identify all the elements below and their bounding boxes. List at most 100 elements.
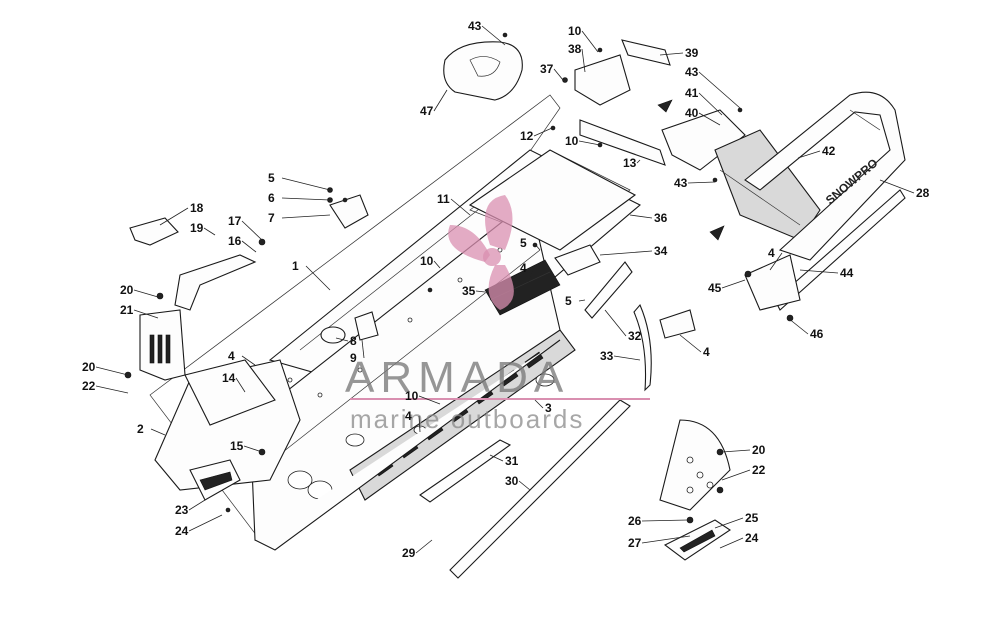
callout-number: 21 xyxy=(120,303,134,317)
rear-cover xyxy=(574,39,671,106)
callout-leader xyxy=(799,269,839,274)
callout-leader xyxy=(581,30,599,53)
callout-leader xyxy=(481,25,506,46)
callout-35: 35 xyxy=(462,284,486,298)
callout-leader xyxy=(679,334,702,353)
callout-number: 23 xyxy=(175,503,189,517)
callout-4: 4 xyxy=(679,334,710,359)
callout-leader xyxy=(578,140,601,146)
callout-number: 9 xyxy=(350,351,357,365)
callout-30: 30 xyxy=(505,474,531,491)
callout-10: 10 xyxy=(405,389,441,405)
callout-number: 45 xyxy=(708,281,722,295)
callout-38: 38 xyxy=(568,42,586,73)
callout-7: 7 xyxy=(268,211,331,225)
callout-number: 35 xyxy=(462,284,476,298)
callout-leader xyxy=(636,159,641,164)
callout-leader xyxy=(879,179,915,194)
callout-leader xyxy=(335,337,349,342)
callout-leader xyxy=(797,150,821,159)
callout-number: 12 xyxy=(520,129,534,143)
callout-number: 22 xyxy=(82,379,96,393)
callout-number: 33 xyxy=(600,349,614,363)
callout-10: 10 xyxy=(568,24,599,53)
strap xyxy=(633,303,652,392)
watermark: ARMADA marine outboards xyxy=(345,195,650,434)
callout-leader xyxy=(721,449,751,453)
callout-leader xyxy=(721,469,751,481)
retainer xyxy=(554,244,601,276)
callout-46: 46 xyxy=(787,317,824,341)
callout-leader xyxy=(533,127,553,137)
callout-leader xyxy=(203,227,216,236)
callout-number: 10 xyxy=(405,389,419,403)
callout-4: 4 xyxy=(520,261,535,283)
callout-28: 28 xyxy=(879,179,930,200)
callout-9: 9 xyxy=(350,339,365,365)
callout-number: 15 xyxy=(230,439,244,453)
callout-number: 3 xyxy=(545,401,552,415)
callout-leader xyxy=(243,445,263,453)
callout-number: 10 xyxy=(568,24,582,38)
callout-leader xyxy=(281,214,331,219)
callout-31: 31 xyxy=(489,454,519,468)
callout-leader xyxy=(241,355,256,366)
callout-number: 19 xyxy=(190,221,204,235)
callout-leader xyxy=(433,260,441,269)
callout-number: 6 xyxy=(268,191,275,205)
cover-plate-8 xyxy=(320,326,346,344)
callout-number: 40 xyxy=(685,106,699,120)
callout-number: 4 xyxy=(520,261,527,275)
callout-5: 5 xyxy=(520,236,541,251)
callout-leader xyxy=(95,366,129,376)
callout-number: 31 xyxy=(505,454,519,468)
callout-leader xyxy=(687,181,716,184)
watermark-logo-icon xyxy=(448,195,514,310)
callout-leader xyxy=(527,267,535,283)
callout-number: 4 xyxy=(228,349,235,363)
callout-20: 20 xyxy=(82,360,129,376)
callout-leader xyxy=(659,52,684,56)
callout-leader xyxy=(714,517,744,529)
callout-leader xyxy=(188,499,206,511)
callout-40: 40 xyxy=(685,106,721,126)
callout-number: 26 xyxy=(628,514,642,528)
callout-leader xyxy=(418,395,441,405)
callout-leader xyxy=(578,299,586,302)
callout-number: 27 xyxy=(628,536,642,550)
callout-leader xyxy=(613,355,641,361)
callout-4: 4 xyxy=(228,349,256,366)
callout-number: 22 xyxy=(752,463,766,477)
callout-number: 18 xyxy=(190,201,204,215)
callout-leader xyxy=(599,250,653,256)
callout-leader xyxy=(629,214,653,219)
callout-number: 47 xyxy=(420,104,434,118)
callout-number: 4 xyxy=(768,246,775,260)
callout-number: 17 xyxy=(228,214,242,228)
callout-number: 8 xyxy=(350,334,357,348)
callout-4: 4 xyxy=(405,409,421,433)
callout-leader xyxy=(719,537,744,549)
callout-leader xyxy=(769,252,783,271)
long-rail xyxy=(449,399,631,579)
callout-12: 12 xyxy=(520,127,553,143)
callout-42: 42 xyxy=(797,144,836,159)
callout-34: 34 xyxy=(599,244,668,258)
callout-43: 43 xyxy=(674,176,716,190)
callout-leader xyxy=(241,240,257,253)
callout-13: 13 xyxy=(623,156,641,170)
callout-16: 16 xyxy=(228,234,257,253)
callout-number: 20 xyxy=(82,360,96,374)
callout-14: 14 xyxy=(222,371,246,393)
callout-number: 39 xyxy=(685,46,699,60)
grille-panel xyxy=(584,261,633,319)
callout-36: 36 xyxy=(629,211,668,225)
callout-43: 43 xyxy=(685,65,741,109)
callout-25: 25 xyxy=(714,511,759,529)
callout-leader xyxy=(450,198,471,216)
cover-plate-9 xyxy=(354,311,379,341)
callout-leader xyxy=(418,415,421,433)
callout-number: 10 xyxy=(420,254,434,268)
callout-leader xyxy=(698,112,721,126)
